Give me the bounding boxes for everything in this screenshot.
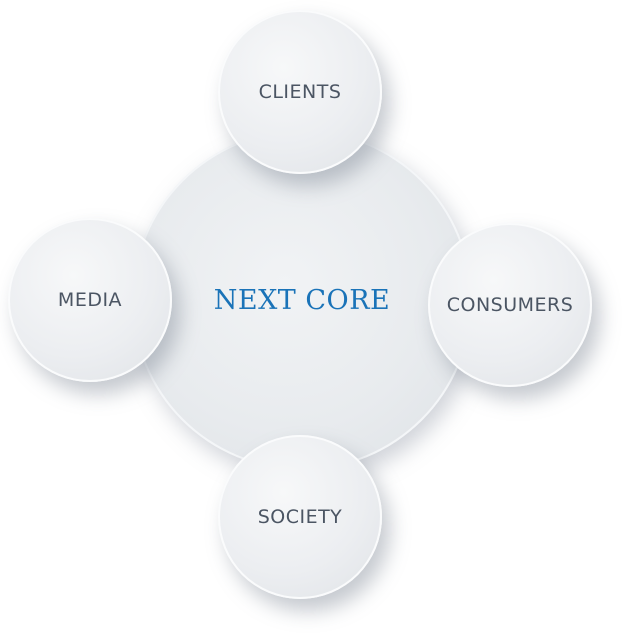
core-circle: NEXT CORE [132,130,472,470]
node-label: SOCIETY [257,506,343,528]
core-label: NEXT CORE [213,284,391,316]
node-label: CLIENTS [258,81,342,103]
node-society: SOCIETY [218,435,382,599]
node-label: CONSUMERS [446,294,574,316]
node-clients: CLIENTS [218,10,382,174]
node-media: MEDIA [8,218,172,382]
node-consumers: CONSUMERS [428,223,592,387]
node-label: MEDIA [57,289,123,311]
